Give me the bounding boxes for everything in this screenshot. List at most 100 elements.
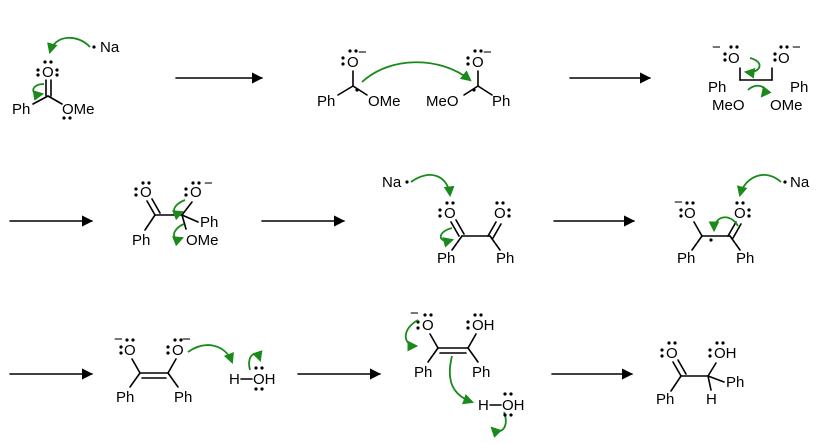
- step-6-radical-anion: Na − O O Ph Ph: [674, 174, 810, 267]
- lone-pair-dot: [721, 341, 725, 345]
- oxygen-label: O: [734, 205, 746, 222]
- lone-pair-dot: [36, 73, 40, 77]
- phenyl-label: Ph: [708, 79, 726, 96]
- oxygen-label: O: [140, 184, 152, 201]
- lone-pair-dot: [723, 52, 727, 56]
- phenyl-label: Ph: [174, 389, 192, 406]
- step-1-ester-and-sodium: Na O Ph OMe: [12, 36, 120, 120]
- lone-pair-dot: [134, 187, 138, 191]
- negative-charge: −: [792, 39, 801, 56]
- lone-pair-dot: [660, 348, 664, 352]
- negative-charge: −: [674, 194, 683, 211]
- lone-pair-dot: [503, 392, 507, 396]
- lone-pair-dot: [147, 181, 151, 185]
- oxygen-label: O: [124, 342, 136, 359]
- radical-coupling-arrow: [361, 61, 472, 83]
- c-ome-bond: [352, 85, 368, 96]
- lone-pair-dot: [423, 313, 427, 317]
- reform-carbonyl-arrow: [171, 199, 186, 221]
- sodium-radical-dot: [92, 45, 96, 49]
- lone-pair-dot: [466, 320, 470, 324]
- c-ph-bond: [489, 235, 501, 251]
- lone-pair-dot: [43, 60, 47, 64]
- lone-pair-dot: [773, 58, 777, 62]
- c-o-bond: [467, 333, 477, 349]
- lone-pair-dot: [466, 326, 470, 330]
- c-ph-bond: [467, 347, 479, 363]
- c-o-double-bond: [146, 200, 156, 216]
- lone-pair-dot: [438, 208, 442, 212]
- lone-pair-dot: [173, 338, 177, 342]
- step-2-ketyl-radical-anions: O − Ph OMe O − MeO Ph: [317, 44, 510, 110]
- hydroxide-label: OH: [502, 397, 525, 414]
- lone-pair-dot: [685, 201, 689, 205]
- electron-transfer-arrow: [736, 174, 782, 198]
- c-o-double-bond: [732, 223, 742, 239]
- c-ph-bond: [32, 95, 49, 105]
- electron-transfer-arrow: [410, 174, 455, 198]
- lone-pair-dot: [729, 45, 733, 49]
- methoxy-label: MeO: [426, 93, 459, 110]
- c-ph-bond: [477, 85, 493, 96]
- phenyl-label: Ph: [492, 93, 510, 110]
- lone-pair-dot: [673, 341, 677, 345]
- lone-pair-dot: [667, 341, 671, 345]
- c-o-double-bond: [151, 198, 161, 214]
- bond-cleavage-arrow: [248, 350, 263, 371]
- phenyl-label: Ph: [116, 389, 134, 406]
- methoxy-label: OMe: [186, 232, 219, 249]
- lone-pair-dot: [260, 366, 264, 370]
- lone-pair-dot: [348, 49, 352, 53]
- methoxide-leaving-arrow: [747, 84, 772, 98]
- lone-pair-dot: [62, 116, 66, 120]
- lone-pair-dot: [341, 56, 345, 60]
- deprotonation-arrow: [187, 344, 234, 365]
- electron-transfer-arrow: [47, 36, 91, 55]
- c-ph-bond: [729, 235, 741, 251]
- lone-pair-dot: [119, 345, 123, 349]
- c-ph-bond: [670, 375, 682, 392]
- c-ph-bond: [144, 214, 156, 231]
- hydrogen-label: H: [478, 397, 489, 414]
- methoxy-label: OMe: [62, 101, 95, 118]
- step-8-enolate-and-water: − O OH Ph Ph H OH: [404, 305, 525, 438]
- lone-pair-dot: [735, 45, 739, 49]
- lone-pair-dot: [708, 348, 712, 352]
- negative-charge: −: [204, 175, 213, 192]
- c-ph-bond: [451, 235, 463, 251]
- hydroxyl-label: OH: [714, 345, 737, 362]
- lone-pair-dot: [735, 201, 739, 205]
- phenyl-label: Ph: [496, 250, 514, 267]
- lone-pair-dot: [134, 193, 138, 197]
- c-o-bond: [167, 358, 177, 374]
- step-4-tetrahedral-intermediate: O Ph O − Ph OMe: [132, 175, 219, 249]
- lone-pair-dot: [479, 49, 483, 53]
- c-o-double-bond: [487, 221, 497, 237]
- lone-pair-dot: [166, 345, 170, 349]
- lone-pair-dot: [741, 201, 745, 205]
- hydrogen-label: H: [706, 391, 717, 408]
- step-5-benzil-and-sodium: Na O O Ph Ph: [382, 174, 514, 267]
- lone-pair-dot: [55, 73, 59, 77]
- lone-pair-dot: [55, 68, 59, 72]
- c-o-double-bond: [727, 221, 737, 237]
- lone-pair-dot: [507, 208, 511, 212]
- phenyl-label: Ph: [726, 374, 744, 391]
- hydroxide-label: OH: [253, 371, 276, 388]
- pi-bond-curly-arrow: [439, 227, 455, 248]
- lone-pair-dot: [747, 214, 751, 218]
- phenyl-label: Ph: [790, 79, 808, 96]
- lone-pair-dot: [36, 68, 40, 72]
- oxygen-label: O: [172, 342, 184, 359]
- phenyl-label: Ph: [677, 250, 695, 267]
- lone-pair-dot: [501, 201, 505, 205]
- c-o-bond: [131, 358, 141, 374]
- oxygen-label: O: [494, 205, 506, 222]
- sodium-label: Na: [790, 174, 810, 191]
- c-o-bond: [429, 333, 439, 349]
- pi-bond-curly-arrow: [32, 83, 45, 101]
- lone-pair-dot: [416, 326, 420, 330]
- c-h-bond: [707, 375, 712, 391]
